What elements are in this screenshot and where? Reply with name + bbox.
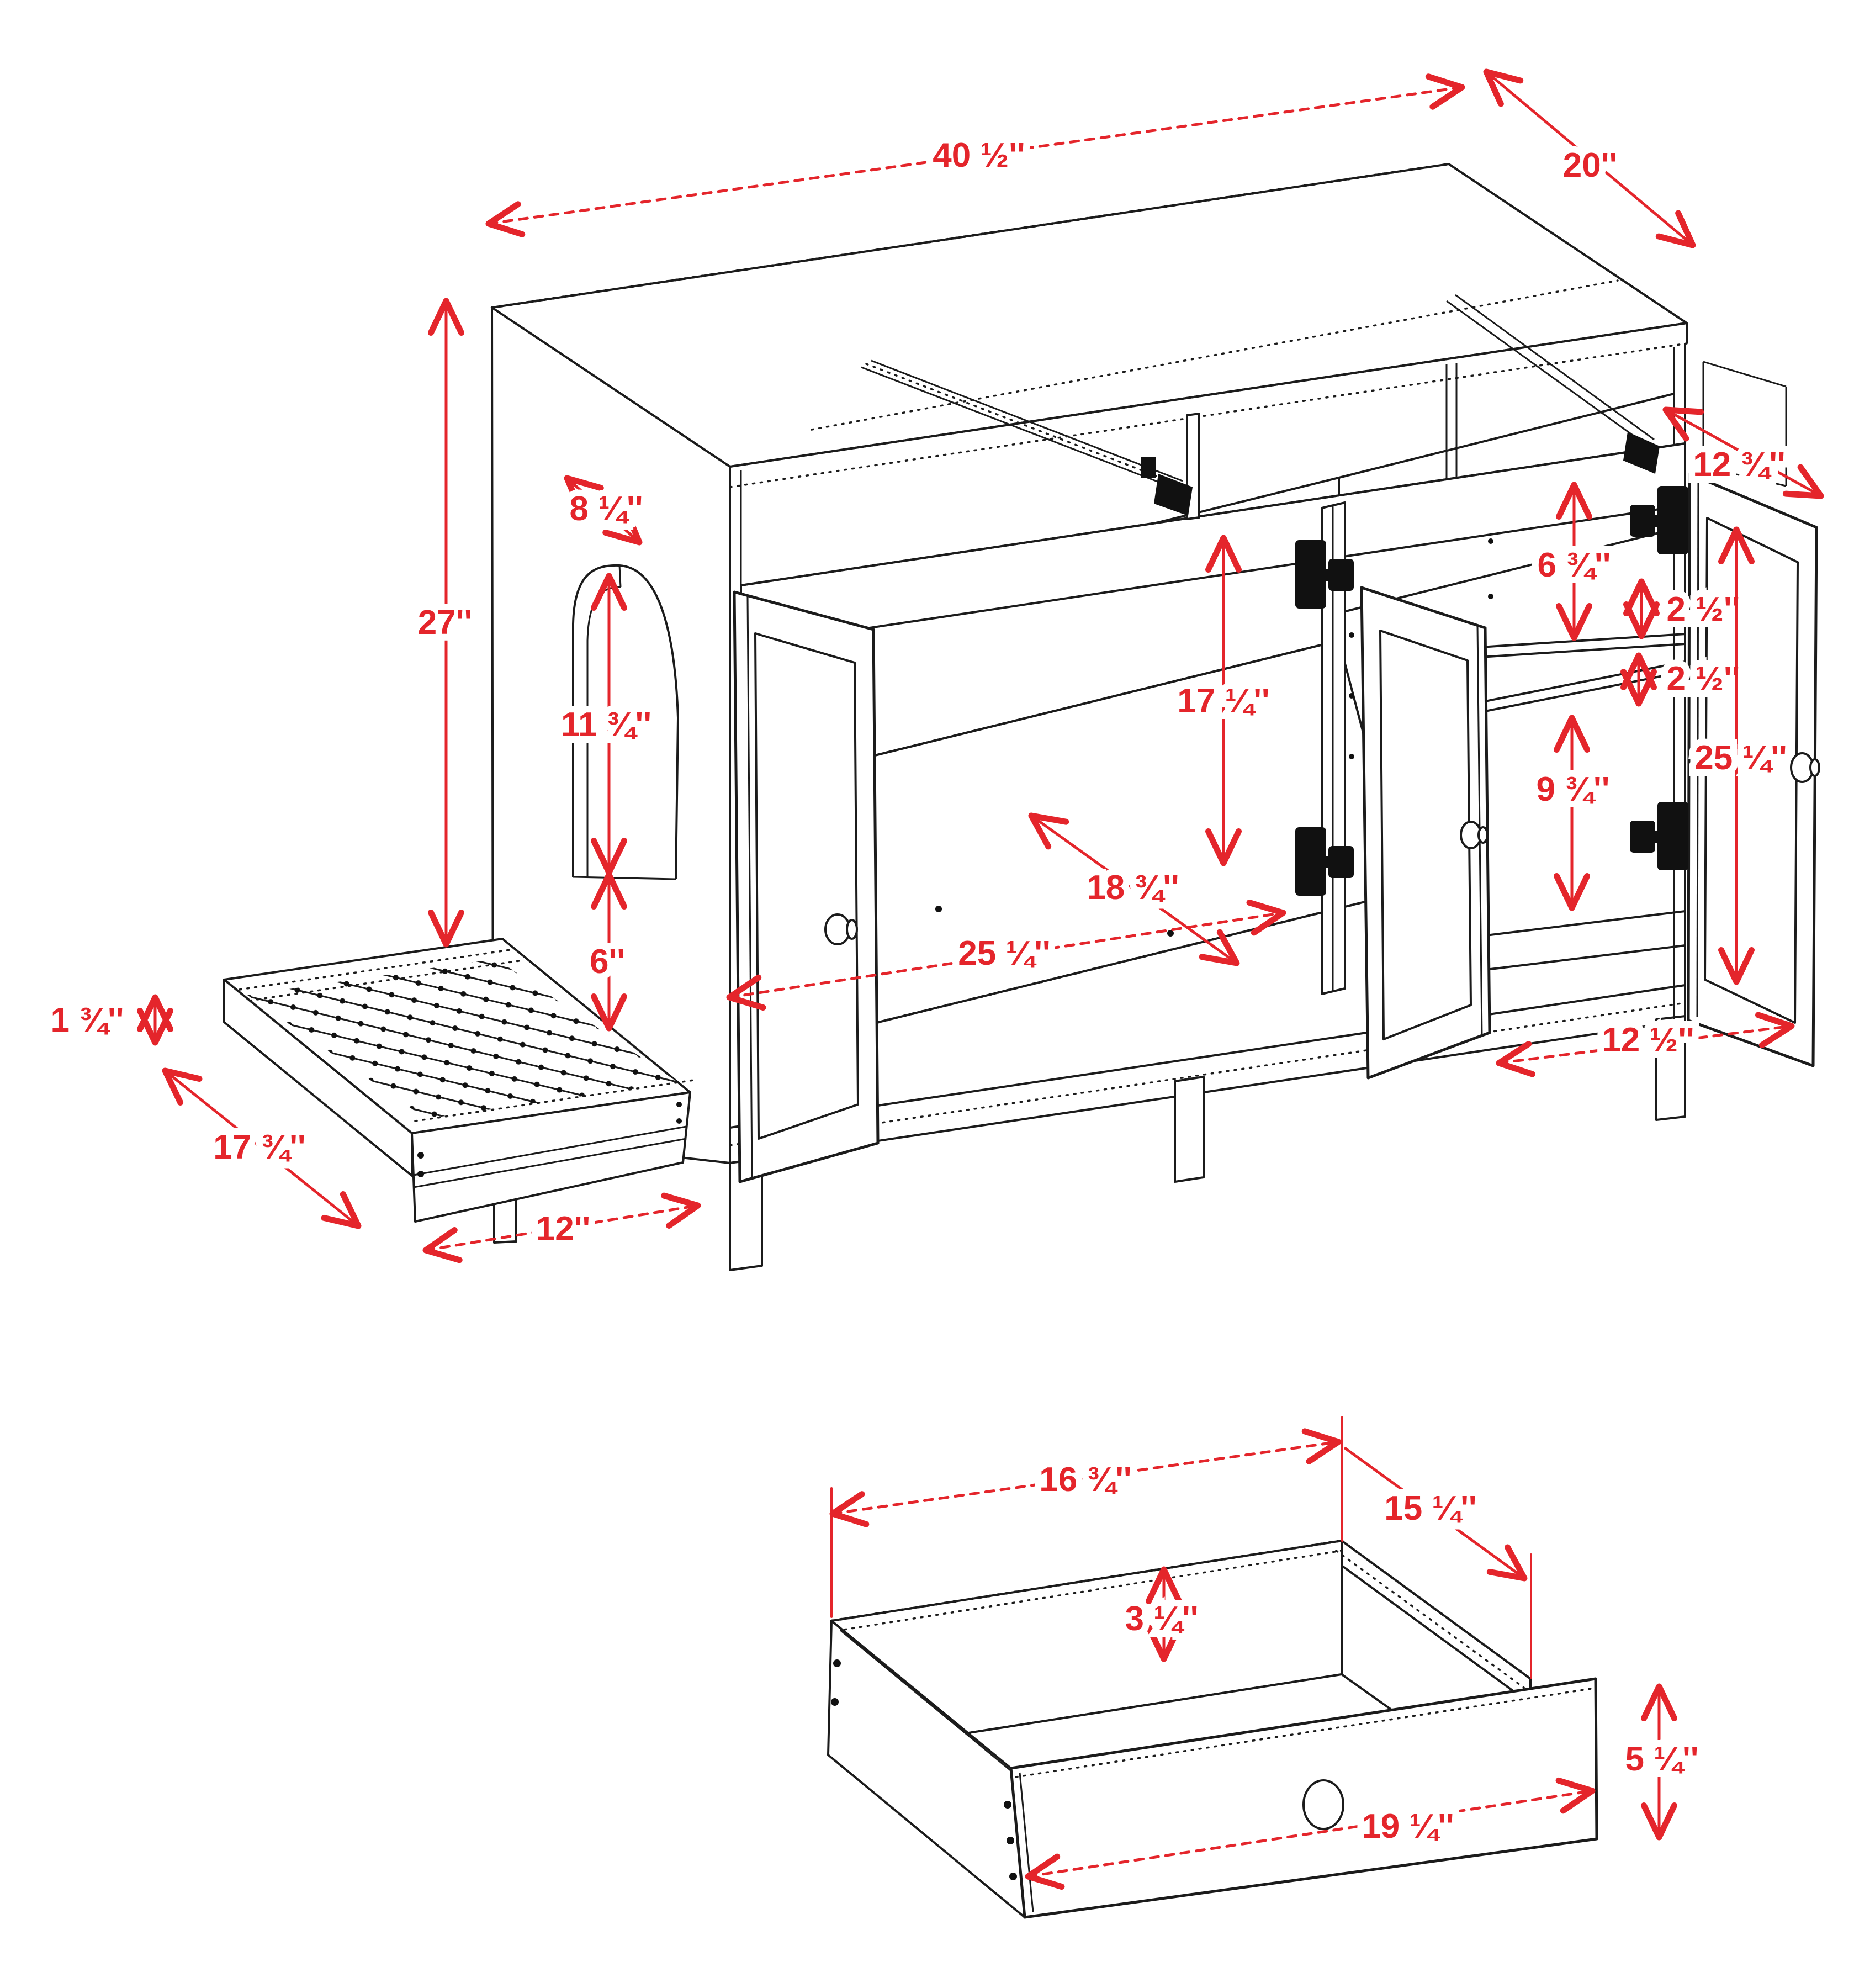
dim-label-hole-bottom-offset: 6'' [590,943,625,981]
drawer-view [827,1539,1598,1919]
drawer-right-wall [1341,1540,1532,1705]
middle-door [1360,586,1491,1080]
dim-label-drawer-front-height: 5 ¼'' [1625,1740,1699,1778]
dim-label-top-width: 40 ½'' [933,136,1025,175]
dim-label-interior-height: 17 ¼'' [1177,682,1269,720]
dimension-line-interior-width [726,899,1286,1011]
dim-label-hole-top-offset: 8 ¼'' [570,490,643,528]
tray-slats [247,959,678,1119]
dim-label-door-height: 25 ¼'' [1694,739,1787,777]
dimension-line-top-drawer-depth [1662,406,1824,499]
drawer-slide-left [861,359,1193,516]
left-door [733,590,880,1183]
dimension-line-tray-width [422,1192,701,1263]
dimension-line-tray-depth [162,1067,362,1229]
dimension-line-top-width [485,73,1465,237]
dim-label-shelf-gap-lower: 2 ½'' [1667,660,1740,698]
dimension-line-drawer-inner-width [829,1428,1342,1527]
dimension-line-drawer-front-width [1025,1777,1596,1890]
dim-label-lower-shelf-space: 9 ¾'' [1537,770,1610,808]
dim-label-tray-depth: 17 ¾'' [213,1128,305,1166]
dim-label-interior-depth: 18 ¾'' [1087,869,1179,907]
dim-label-top-depth: 20'' [1563,146,1617,184]
right-door-knob [1790,752,1820,783]
dimension-annotations: 40 ½'' 20'' 27'' 8 ¼'' 11 ¾'' 6'' 1 ¾'' … [44,68,1824,1890]
dim-label-top-drawer-depth: 12 ¾'' [1693,446,1785,484]
dimension-line-hole-top-offset [564,475,643,546]
middle-door-knob [1460,821,1489,849]
dim-label-upper-shelf-space: 6 ¾'' [1538,546,1611,584]
dim-label-overall-height: 27'' [418,604,472,642]
dim-label-drawer-inner-depth: 15 ¼'' [1384,1489,1476,1527]
hinge-right-bottom [1630,802,1688,870]
dimension-line-top-depth [1483,68,1696,248]
dimension-line-drawer-inner-depth [1344,1447,1528,1582]
dim-label-tray-thickness: 1 ¾'' [51,1001,124,1039]
dim-label-drawer-inner-height: 3 ¼'' [1125,1600,1199,1638]
left-door-knob [824,913,858,945]
dim-label-hole-height: 11 ¾'' [561,706,651,744]
dim-label-interior-width: 25 ¼'' [958,934,1050,972]
dim-label-tray-width: 12'' [536,1210,590,1248]
dim-label-drawer-inner-width: 16 ¾'' [1039,1461,1131,1499]
drawer-slide-right [1446,294,1660,474]
dim-label-right-section-width: 12 ½'' [1602,1021,1694,1059]
tray-front [411,1091,691,1223]
dimension-line-right-section-width [1496,1012,1795,1077]
cabinet-view [223,162,1820,1271]
dim-label-drawer-front-width: 19 ¼'' [1362,1807,1454,1846]
dim-label-shelf-gap-upper: 2 ½'' [1667,590,1740,628]
